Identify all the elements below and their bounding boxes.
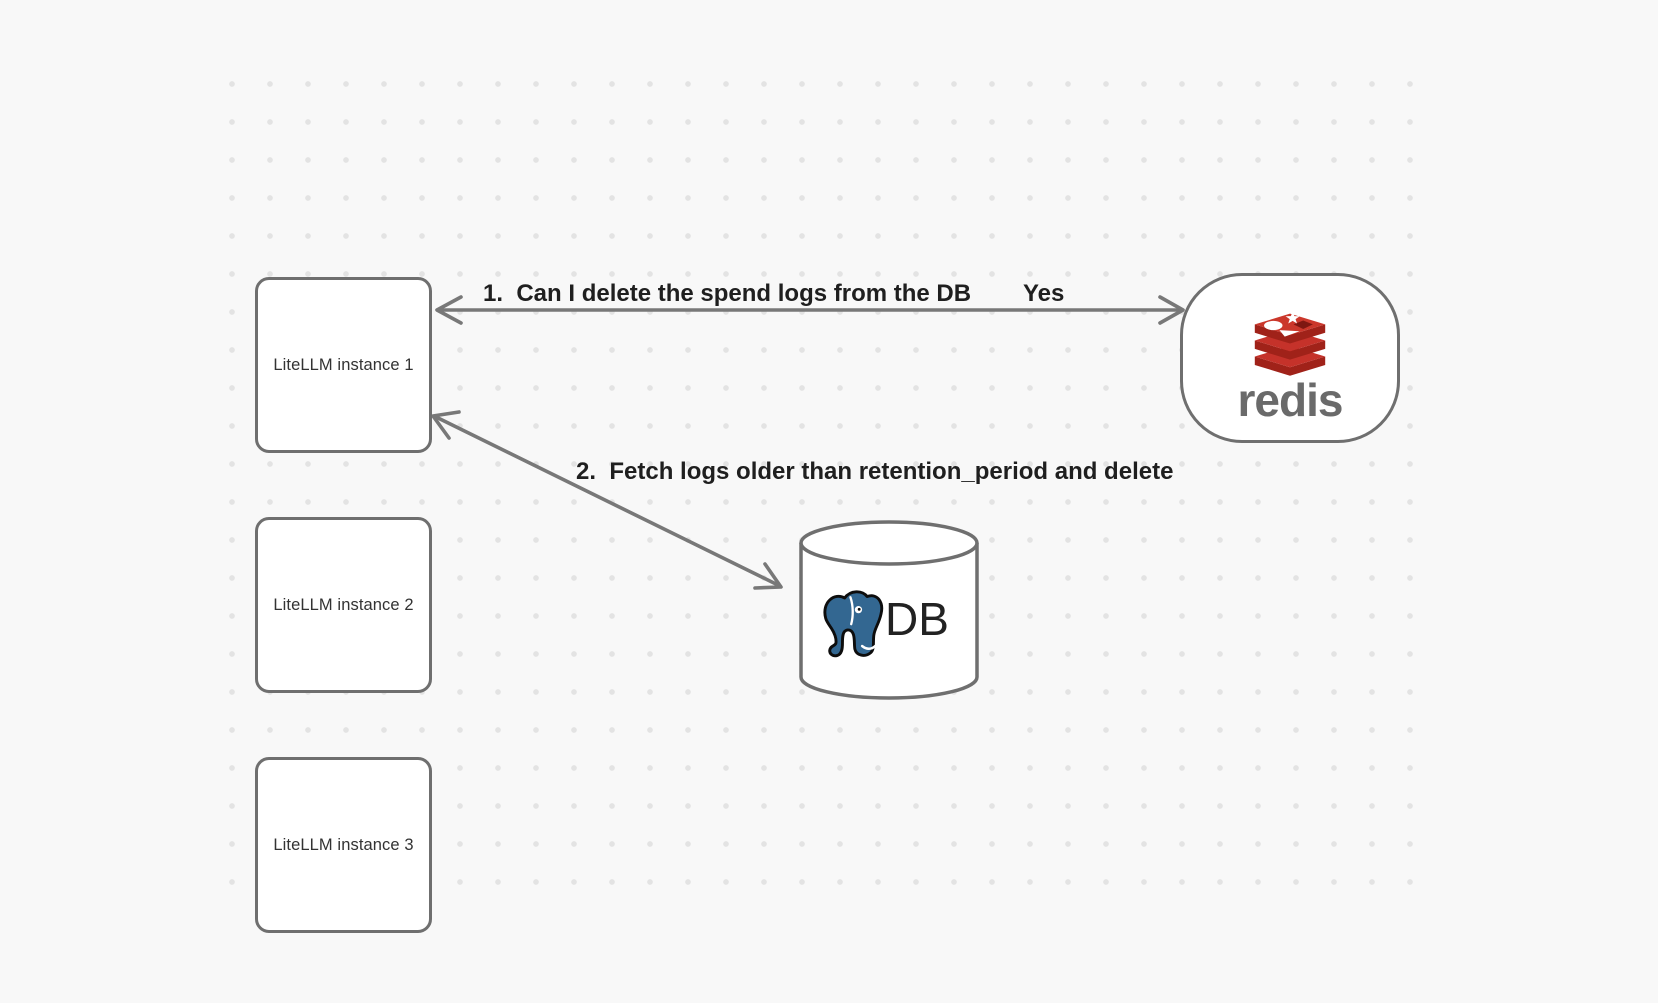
redis-logo-icon <box>1254 311 1326 376</box>
arrow-step1-answer: Yes <box>1023 280 1065 307</box>
litellm-instance-2-box[interactable]: LiteLLM instance 2 <box>255 517 432 693</box>
arrow-step2-label: 2. Fetch logs older than retention_perio… <box>576 458 1174 485</box>
litellm-instance-1-label: LiteLLM instance 1 <box>273 355 414 374</box>
redis-wordmark: redis <box>1237 374 1344 426</box>
arrow-step1[interactable] <box>435 295 1185 325</box>
postgresql-icon <box>823 590 884 658</box>
redis-node[interactable]: redis <box>1180 273 1400 443</box>
arrow-step2[interactable] <box>431 410 783 590</box>
litellm-instance-3-box[interactable]: LiteLLM instance 3 <box>255 757 432 933</box>
litellm-instance-2-label: LiteLLM instance 2 <box>273 595 414 614</box>
litellm-instance-3-label: LiteLLM instance 3 <box>273 835 414 854</box>
db-label: DB <box>885 593 949 645</box>
db-cylinder[interactable] <box>795 516 983 704</box>
litellm-instance-1-box[interactable]: LiteLLM instance 1 <box>255 277 432 453</box>
arrow-step1-label: 1. Can I delete the spend logs from the … <box>483 280 972 307</box>
